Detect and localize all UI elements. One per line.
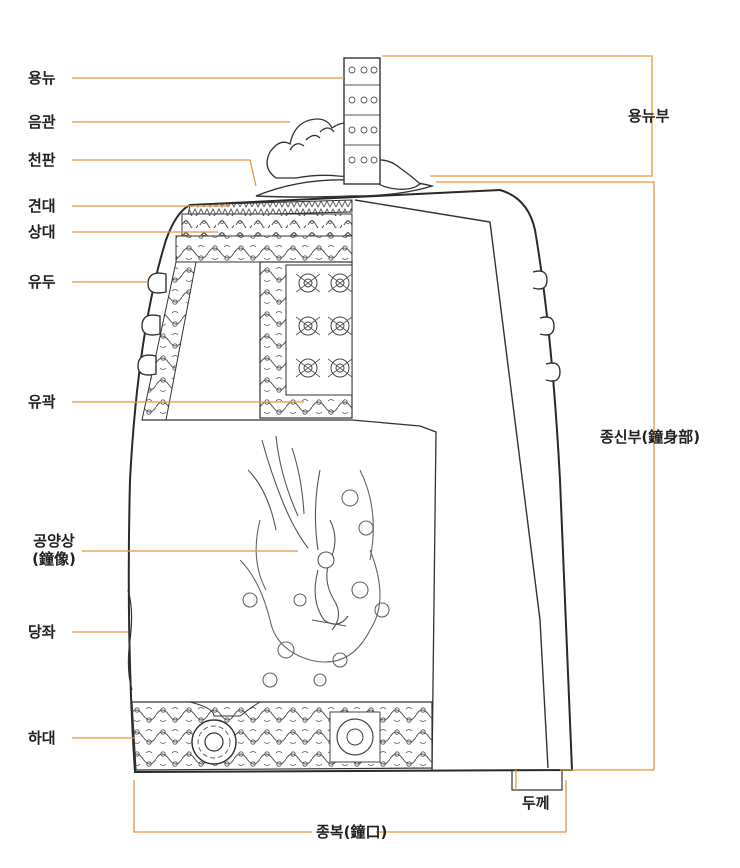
label-gyeondae: 견대 <box>28 197 56 215</box>
label-cheonpan: 천판 <box>28 151 56 169</box>
label-yongnyu: 용뉴 <box>28 69 56 87</box>
label-gongyangsang: 공양상 (鐘像) <box>24 532 84 568</box>
label-hadae: 하대 <box>28 729 56 747</box>
leader-lines <box>72 55 655 833</box>
label-yudu: 유두 <box>28 273 56 291</box>
label-jongbok: 종복(鐘口) <box>316 823 388 841</box>
label-dangjwa: 당좌 <box>28 623 56 641</box>
label-gongyangsang-line1: 공양상 <box>33 532 75 550</box>
label-sangdae: 상대 <box>28 223 56 241</box>
label-yugwak: 유곽 <box>28 393 56 411</box>
label-gongyangsang-line2: (鐘像) <box>32 550 76 568</box>
label-jongsinbu: 종신부(鐘身部) <box>600 428 701 446</box>
label-eumgwan: 음관 <box>28 113 56 131</box>
label-yongnyubu: 용뉴부 <box>628 107 670 125</box>
label-dukke: 두께 <box>522 794 550 812</box>
offering-figure <box>239 435 390 688</box>
